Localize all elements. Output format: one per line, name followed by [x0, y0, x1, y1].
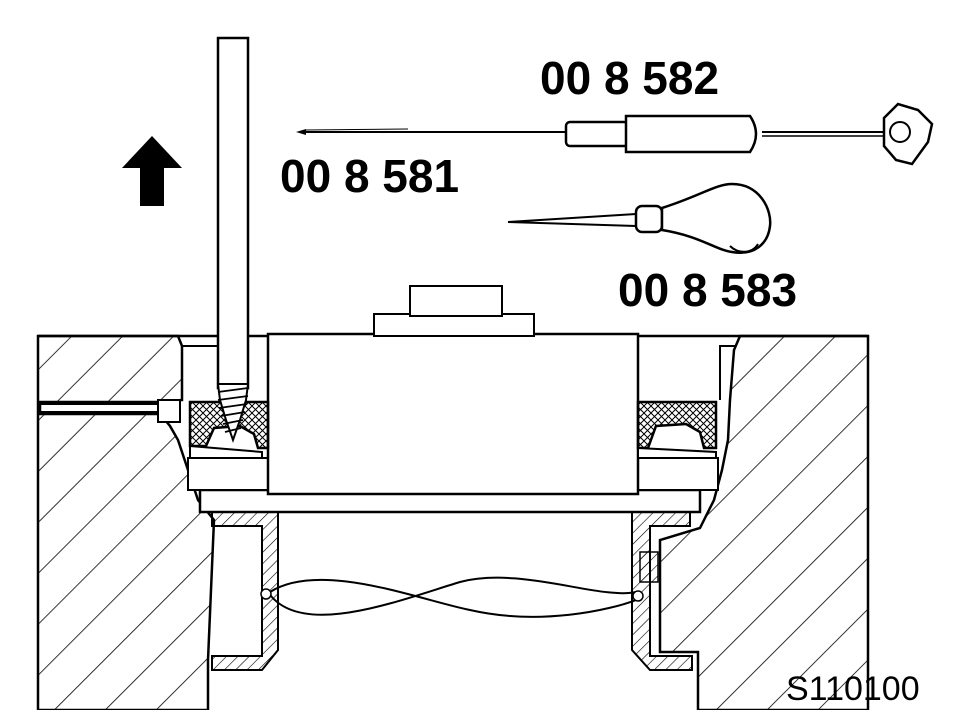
tool-582-slide-hammer [296, 102, 934, 166]
figure-id: S110100 [786, 670, 920, 708]
bracket-right [631, 509, 693, 671]
housing-right [658, 334, 870, 710]
label-tool-581: 00 8 581 [280, 150, 459, 202]
tool-shaft-vertical [216, 36, 250, 444]
arrow-up-icon [122, 136, 182, 206]
seal-pin [157, 399, 181, 423]
tool-583-awl [507, 182, 772, 255]
bore-wall [182, 345, 736, 400]
central-unit [266, 285, 640, 496]
housing-left [36, 334, 216, 710]
label-tool-583: 00 8 583 [618, 264, 797, 316]
diaphragm [267, 576, 637, 618]
label-tool-582: 00 8 582 [540, 52, 719, 104]
seal-ring-right [636, 400, 718, 459]
